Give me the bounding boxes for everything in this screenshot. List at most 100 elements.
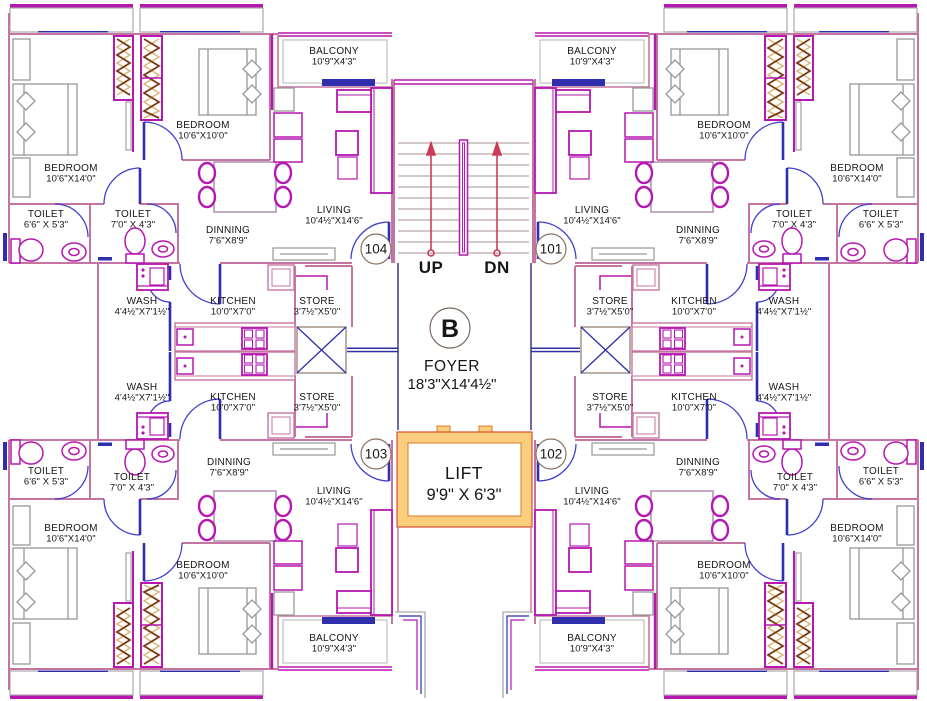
room-label: LIVING [317,205,351,216]
room-dims: 10'4½"X14'6" [305,497,363,508]
foyer-label: FOYER [424,358,480,375]
room-label: STORE [592,392,628,403]
room-dims: 10'9"X4'3" [570,644,614,655]
axis-wall [347,347,398,349]
room-dims: 7'6"X8'9" [679,236,718,247]
room-dims: 10'6"X10'0" [178,131,228,142]
room-dims: 4'4½"X7'1½" [115,307,170,318]
room-dims: 10'6"X14'0" [832,174,882,185]
room-label: TOILET [776,209,812,220]
room-label: WASH [769,296,800,307]
foyer-dims: 18'3"X14'4½" [408,376,497,393]
room-label: LIVING [575,486,609,497]
room-label: KITCHEN [671,296,717,307]
room-dims: 10'6"X14'0" [46,534,96,545]
room-label: KITCHEN [671,392,717,403]
room-label: LIVING [317,486,351,497]
lift-dims: 9'9" X 6'3" [427,486,502,504]
room-label: TOILET [114,472,150,483]
room-dims: 6'6" X 5'3" [859,477,903,488]
room-label: WASH [127,296,158,307]
unit-number: 103 [365,447,388,462]
room-dims: 10'6"X10'0" [699,131,749,142]
room-label: LIVING [575,205,609,216]
lift-label: LIFT [445,463,483,483]
room-label: TOILET [28,209,64,220]
room-label: BALCONY [309,46,359,57]
room-dims: 7'0" X 4'3" [772,220,816,231]
room-dims: 10'6"X14'0" [46,174,96,185]
room-label: BEDROOM [697,560,750,571]
room-dims: 7'0" X 4'3" [111,220,155,231]
axis-wall [531,347,580,349]
room-dims: 7'0" X 4'3" [773,483,817,494]
room-dims: 3'7½"X5'0" [587,403,634,414]
room-label: TOILET [863,466,899,477]
room-label: DINNING [676,225,720,236]
room-label: BEDROOM [830,523,883,534]
room-label: WASH [127,382,158,393]
room-label: STORE [299,296,335,307]
room-dims: 7'0" X 4'3" [110,483,154,494]
room-label: TOILET [863,209,899,220]
room-label: BALCONY [567,46,617,57]
room-dims: 10'0"X7'0" [672,307,716,318]
room-dims: 10'6"X10'0" [178,571,228,582]
room-dims: 10'9"X4'3" [312,644,356,655]
room-dims: 6'6" X 5'3" [24,477,68,488]
axis-wall [347,350,398,353]
room-dims: 3'7½"X5'0" [587,307,634,318]
room-dims: 3'7½"X5'0" [294,403,341,414]
room-dims: 4'4½"X7'1½" [115,393,170,404]
room-label: DINNING [207,457,251,468]
staircase [393,79,534,263]
room-dims: 7'6"X8'9" [209,236,248,247]
room-dims: 6'6" X 5'3" [24,220,68,231]
room-label: STORE [592,296,628,307]
stair-down-label: DN [484,258,510,277]
room-label: WASH [769,382,800,393]
room-label: TOILET [115,209,151,220]
room-dims: 10'6"X14'0" [832,534,882,545]
room-label: BEDROOM [176,560,229,571]
room-label: BEDROOM [44,523,97,534]
room-label: BEDROOM [44,163,97,174]
room-dims: 10'9"X4'3" [312,57,356,68]
lift-lobby [395,527,533,698]
room-dims: 10'9"X4'3" [570,57,614,68]
room-dims: 10'0"X7'0" [211,403,255,414]
room-dims: 4'4½"X7'1½" [757,393,812,404]
room-label: BEDROOM [697,120,750,131]
block-letter: B [441,315,459,343]
duct-shafts [296,326,631,374]
room-dims: 10'4½"X14'6" [305,216,363,227]
room-label: DINNING [206,225,250,236]
room-dims: 10'4½"X14'6" [563,216,621,227]
unit-number: 101 [540,242,563,257]
room-label: BALCONY [309,633,359,644]
room-dims: 10'0"X7'0" [672,403,716,414]
room-label: STORE [299,392,335,403]
room-label: KITCHEN [210,392,256,403]
block-letter-circle [429,307,471,349]
room-labels-layer: BEDROOM10'6"X14'0"BEDROOM10'6"X14'0"BEDR… [24,46,903,655]
room-dims: 6'6" X 5'3" [859,220,903,231]
room-label: BEDROOM [176,120,229,131]
axis-wall [531,350,580,353]
unit-number: 102 [540,447,563,462]
lift [396,425,533,528]
room-dims: 10'0"X7'0" [211,307,255,318]
room-dims: 3'7½"X5'0" [294,307,341,318]
room-label: DINNING [676,457,720,468]
room-dims: 10'6"X10'0" [699,571,749,582]
room-dims: 10'4½"X14'6" [563,497,621,508]
lift-cab [407,442,522,517]
stair-divider [458,139,469,256]
room-label: KITCHEN [210,296,256,307]
room-dims: 7'6"X8'9" [679,468,718,479]
room-label: TOILET [28,466,64,477]
room-dims: 7'6"X8'9" [210,468,249,479]
stair-direction-arrows [425,140,503,257]
